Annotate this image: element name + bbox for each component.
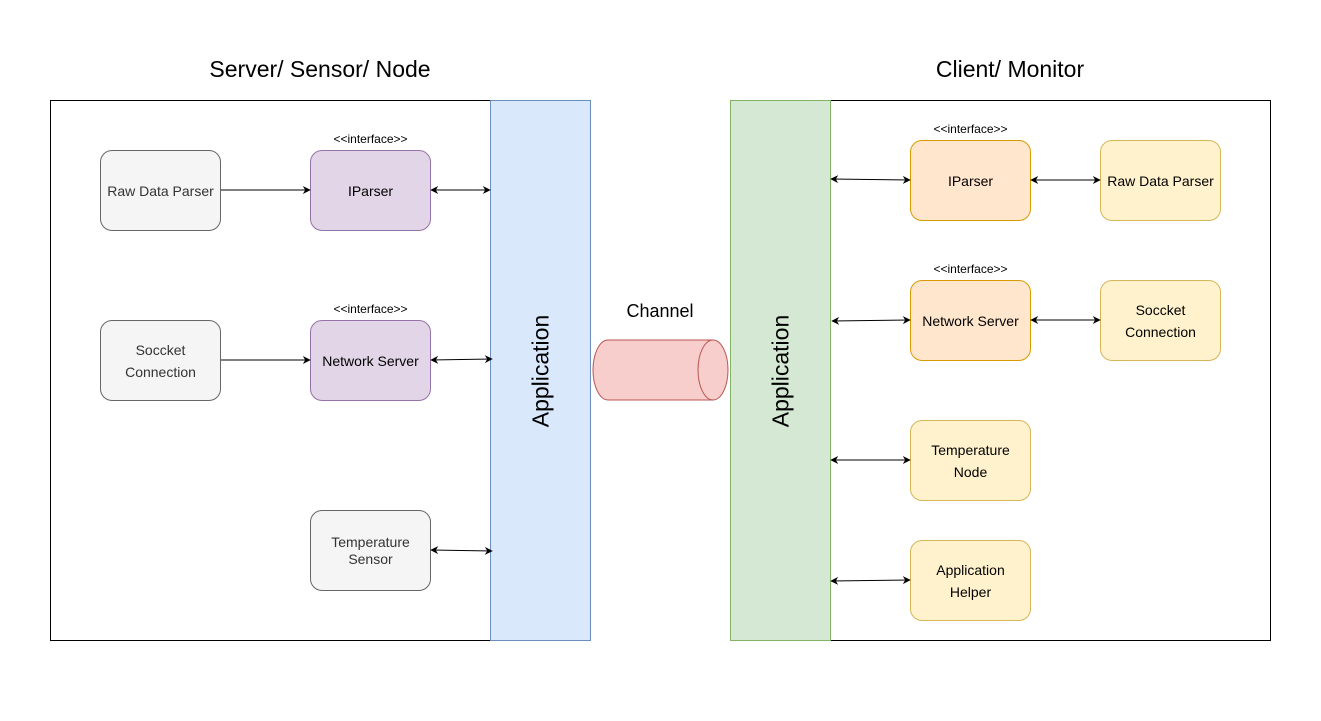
server-iparser-label: IParser: [347, 182, 394, 199]
server-title: Server/ Sensor/ Node: [209, 56, 431, 82]
server-iparser-box[interactable]: IParser: [310, 150, 431, 231]
server-temperature-sensor-label: Temperature Sensor: [331, 533, 410, 567]
client-application-helper-box[interactable]: Application Helper: [910, 540, 1031, 621]
client-socket-connection-box[interactable]: Soccket Connection: [1100, 280, 1221, 361]
channel-cylinder: [592, 339, 729, 401]
client-application-helper-label: Application Helper: [936, 561, 1005, 600]
client-application-block[interactable]: Application: [730, 100, 831, 641]
server-raw-data-parser-label: Raw Data Parser: [107, 182, 214, 199]
client-title: Client/ Monitor: [935, 56, 1085, 82]
server-network-server-box[interactable]: Network Server: [310, 320, 431, 401]
server-socket-connection-label: Soccket Connection: [125, 341, 196, 380]
client-network-server-label: Network Server: [922, 312, 1019, 329]
client-temperature-node-box[interactable]: Temperature Node: [910, 420, 1031, 501]
client-socket-connection-label: Soccket Connection: [1125, 301, 1196, 340]
server-application-block[interactable]: Application: [490, 100, 591, 641]
channel-label: Channel: [626, 301, 694, 321]
client-iparser-label: IParser: [947, 172, 994, 189]
server-raw-data-parser-box[interactable]: Raw Data Parser: [100, 150, 221, 231]
client-iparser-box[interactable]: IParser: [910, 140, 1031, 221]
server-network-server-label: Network Server: [322, 352, 419, 369]
server-application-label: Application: [527, 314, 553, 427]
client-temperature-node-label: Temperature Node: [931, 441, 1010, 480]
client-raw-data-parser-box[interactable]: Raw Data Parser: [1100, 140, 1221, 221]
client-application-label: Application: [767, 314, 793, 427]
client-network-server-stereotype: <<interface>>: [933, 262, 1008, 276]
server-iparser-stereotype: <<interface>>: [333, 132, 408, 146]
server-network-server-stereotype: <<interface>>: [333, 302, 408, 316]
client-network-server-box[interactable]: Network Server: [910, 280, 1031, 361]
server-temperature-sensor-box[interactable]: Temperature Sensor: [310, 510, 431, 591]
client-iparser-stereotype: <<interface>>: [933, 122, 1008, 136]
server-socket-connection-box[interactable]: Soccket Connection: [100, 320, 221, 401]
client-raw-data-parser-label: Raw Data Parser: [1107, 172, 1214, 189]
